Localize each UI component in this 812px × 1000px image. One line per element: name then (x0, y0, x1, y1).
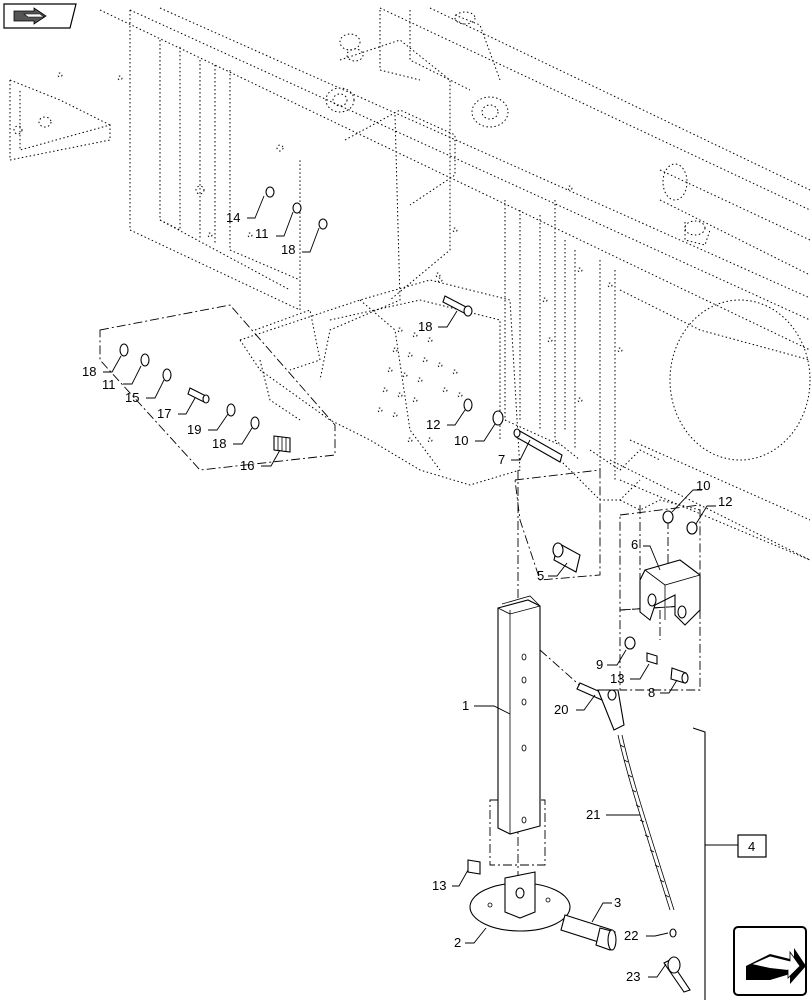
next-page-icon[interactable] (733, 926, 807, 996)
callout-13: 13 (610, 671, 624, 686)
clip-22 (669, 928, 677, 938)
callout-3: 3 (614, 895, 621, 910)
bracket-6 (639, 559, 701, 626)
chain-21 (617, 734, 675, 911)
callout-19: 19 (187, 422, 201, 437)
callout-21: 21 (586, 807, 600, 822)
callout-18: 18 (281, 242, 295, 257)
callout-13: 13 (432, 878, 446, 893)
callout-16: 17 (157, 406, 171, 421)
stand-tube-1 (497, 595, 541, 835)
callout-18: 18 (212, 436, 226, 451)
callout-14: 14 (226, 210, 240, 225)
callout-23: 23 (626, 969, 640, 984)
pin-23 (663, 956, 691, 993)
assembly-4-bracket (692, 727, 706, 1000)
callout-labels: 14 11 18 18 11 15 17 19 18 16 18 12 10 7… (82, 210, 755, 984)
callout-20: 20 (554, 702, 568, 717)
callout-9: 9 (596, 657, 603, 672)
hardware-group-right (662, 510, 698, 535)
pin-3 (560, 914, 617, 951)
callout-18: 18 (82, 364, 96, 379)
hardware-group-lower (624, 636, 689, 684)
callout-1: 1 (462, 698, 469, 713)
pin-17 (442, 295, 473, 317)
hardware-group-left (119, 343, 291, 453)
callout-22: 22 (624, 928, 638, 943)
hardware-group-upper (265, 186, 328, 230)
callout-10: 10 (454, 433, 468, 448)
callout-8: 8 (648, 685, 655, 700)
callout-17: 18 (418, 319, 432, 334)
callout-12: 12 (426, 417, 440, 432)
callout-11: 11 (255, 226, 269, 241)
callout-6: 6 (631, 537, 638, 552)
machine-frame-outline (9, 7, 811, 561)
callout-2: 2 (454, 935, 461, 950)
sleeve-5 (552, 542, 581, 573)
callout-10: 10 (696, 478, 710, 493)
base-plate-2 (469, 871, 571, 932)
callout-leaders (103, 195, 738, 978)
callout-4: 4 (748, 839, 755, 854)
rod-7 (513, 428, 563, 463)
callout-7: 7 (498, 452, 505, 467)
folder-back-icon[interactable] (3, 3, 77, 29)
pin-20 (576, 682, 625, 731)
callout-4-box (737, 834, 767, 858)
callout-14: 15 (125, 390, 139, 405)
hardware-group-middle (463, 398, 504, 426)
callout-11: 11 (102, 377, 116, 392)
callout-12: 12 (718, 494, 732, 509)
nut-13-lower (467, 859, 481, 875)
callout-15: 16 (240, 458, 254, 473)
callout-5: 5 (537, 568, 544, 583)
